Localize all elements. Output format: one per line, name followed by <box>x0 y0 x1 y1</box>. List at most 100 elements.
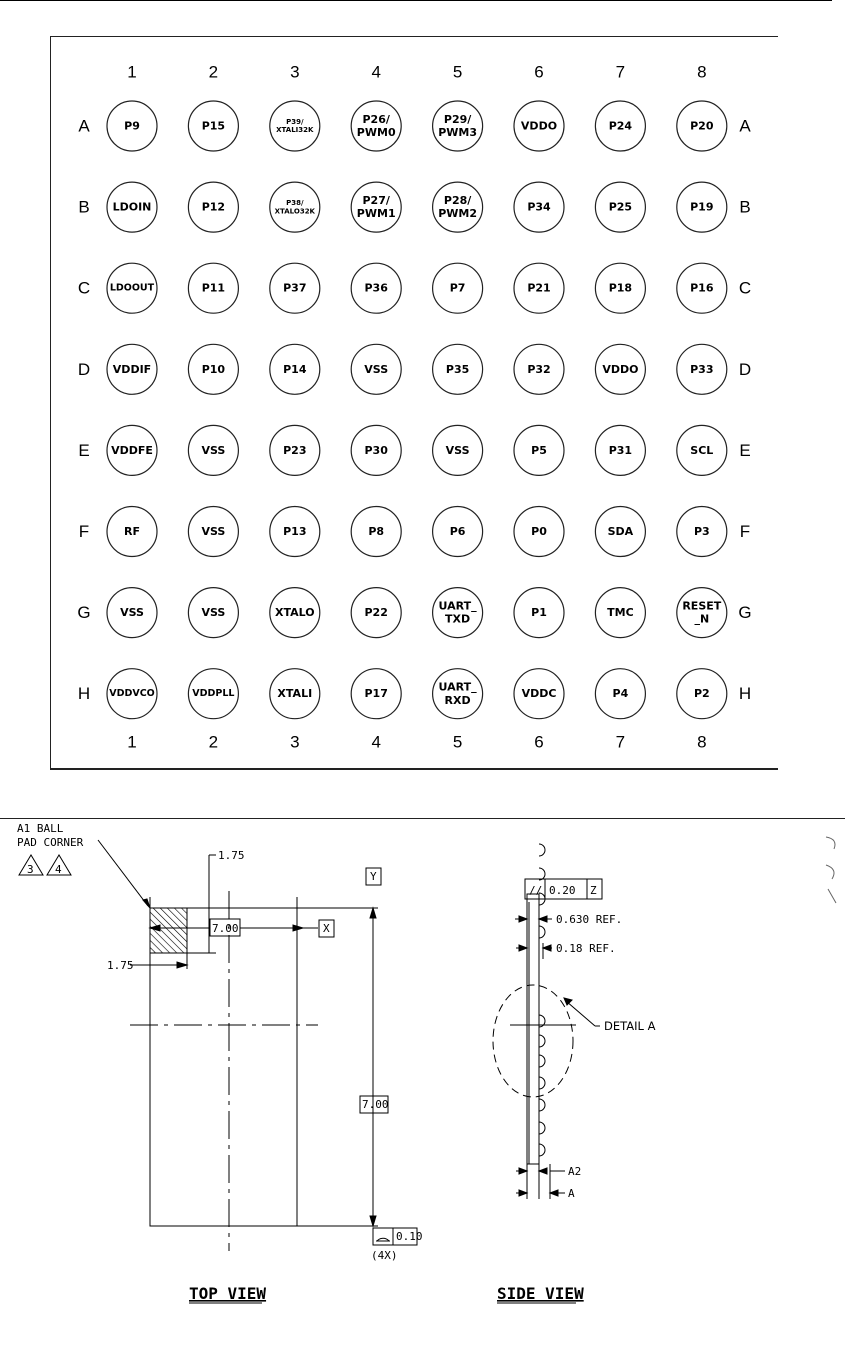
ball-circle-C8 <box>676 262 728 314</box>
ball-label-E1: VDDFE <box>111 444 153 457</box>
solder-ball-6 <box>538 1034 546 1048</box>
row-label-right-A: A <box>739 117 751 136</box>
ball-label-A5: PWM3 <box>438 126 477 139</box>
ball-G8: RESET_N <box>676 586 728 639</box>
ball-circle-F2 <box>187 505 239 558</box>
solder-ball-3 <box>538 892 546 906</box>
ball-label-D2: P10 <box>202 363 226 376</box>
ball-label-A3: P39/ <box>286 118 304 126</box>
ball-B8: P19 <box>676 181 728 233</box>
row-label-left-H: H <box>78 684 90 703</box>
ball-circle-H8 <box>676 668 728 720</box>
ball-label-C7: P18 <box>609 282 632 295</box>
ball-circle-E3 <box>269 424 321 476</box>
ball-circle-B2 <box>187 181 239 233</box>
ball-label-C6: P21 <box>527 282 550 295</box>
ball-label-H1: VDDVCO <box>109 688 155 699</box>
ball-circle-A4 <box>350 100 402 152</box>
height-dim-box <box>359 1095 389 1114</box>
ball-label-F5: P6 <box>450 525 466 538</box>
ball-H2: VDDPLL <box>187 668 239 720</box>
ball-C5: P7 <box>432 262 484 314</box>
ball-E4: P30 <box>350 424 402 476</box>
ball-circle-A3 <box>269 100 321 152</box>
ball-label-H2: VDDPLL <box>192 688 234 699</box>
ball-D2: P10 <box>187 343 239 395</box>
ball-label-F2: VSS <box>201 525 225 538</box>
ball-C3: P37 <box>269 262 321 314</box>
ball-F4: P8 <box>350 505 402 558</box>
ball-C1: LDOOUT <box>106 262 158 314</box>
flatness-frame <box>372 1227 418 1246</box>
ball-circle-E7 <box>594 424 647 476</box>
width-dim-text: 7.00 <box>212 922 239 935</box>
ball-C6: P21 <box>513 262 565 314</box>
ball-B5: P28/PWM2 <box>432 181 484 233</box>
ball-circle-C7 <box>594 262 647 314</box>
ball-circle-C6 <box>513 262 565 314</box>
ball-label-D6: P32 <box>527 363 550 376</box>
column-label-top-8: 8 <box>697 63 706 82</box>
top-view-title: TOP VIEW <box>189 1284 266 1303</box>
ball-label-G8: _N <box>694 613 709 626</box>
detail-a-circle <box>492 984 574 1098</box>
ball-circle-D1 <box>106 343 158 395</box>
datum-x-text: X <box>323 922 330 935</box>
ball-circle-A5 <box>432 100 484 152</box>
ball-circle-H2 <box>187 668 239 720</box>
ball-E2: VSS <box>187 424 239 476</box>
ball-label-B4: PWM1 <box>357 207 396 220</box>
ball-D8: P33 <box>676 343 728 395</box>
ball-label-A5: P29/ <box>444 113 472 126</box>
header-rule <box>0 0 832 1</box>
column-label-top-3: 3 <box>290 63 299 82</box>
detail-a-leader <box>565 1000 596 1027</box>
ball-F5: P6 <box>432 505 484 558</box>
corner-dim-h-text: 1.75 <box>107 959 134 972</box>
ball-label-B1: LDOIN <box>113 201 152 214</box>
column-label-top-1: 1 <box>127 63 136 82</box>
ball-circle-E2 <box>187 424 239 476</box>
ball-B6: P34 <box>513 181 565 233</box>
ball-circle-B6 <box>513 181 565 233</box>
ball-label-A4: P26/ <box>363 113 391 126</box>
ball-circle-H7 <box>594 668 647 720</box>
ball-label-H5: RXD <box>445 694 471 707</box>
ball-circle-G5 <box>432 586 484 639</box>
ball-label-D4: VSS <box>364 363 388 376</box>
ball-label-H6: VDDC <box>522 687 557 700</box>
ball-label-F3: P13 <box>283 525 306 538</box>
ball-circle-G1 <box>106 586 158 639</box>
ref-1-text: 0.630 REF. <box>556 913 622 926</box>
row-label-right-B: B <box>739 198 750 217</box>
package-outline <box>149 907 298 1227</box>
ball-H1: VDDVCO <box>106 668 158 720</box>
solder-ball-1 <box>538 843 546 857</box>
ball-label-D3: P14 <box>283 363 307 376</box>
ball-circle-E5 <box>432 424 484 476</box>
column-label-bottom-1: 1 <box>127 733 136 752</box>
ball-circle-E6 <box>513 424 565 476</box>
column-label-top-2: 2 <box>209 63 218 82</box>
ball-C8: P16 <box>676 262 728 314</box>
row-label-right-G: G <box>738 603 751 622</box>
ball-label-E5: VSS <box>446 444 470 457</box>
ball-B7: P25 <box>594 181 647 233</box>
ball-circle-A8 <box>676 100 728 152</box>
solder-ball-4 <box>538 925 546 939</box>
ball-circle-B1 <box>106 181 158 233</box>
note-4-triangle <box>46 854 72 876</box>
note-4-label: 4 <box>55 863 62 876</box>
ball-label-A3: XTALI32K <box>276 126 314 134</box>
solder-ball-5 <box>538 1014 546 1028</box>
ball-H3: XTALI <box>269 668 321 720</box>
column-label-top-6: 6 <box>534 63 543 82</box>
ball-circle-C4 <box>350 262 402 314</box>
ball-circle-E4 <box>350 424 402 476</box>
ball-label-H7: P4 <box>613 687 629 700</box>
ball-label-E4: P30 <box>365 444 389 457</box>
edge-mark <box>825 836 837 904</box>
ball-G3: XTALO <box>269 586 321 639</box>
